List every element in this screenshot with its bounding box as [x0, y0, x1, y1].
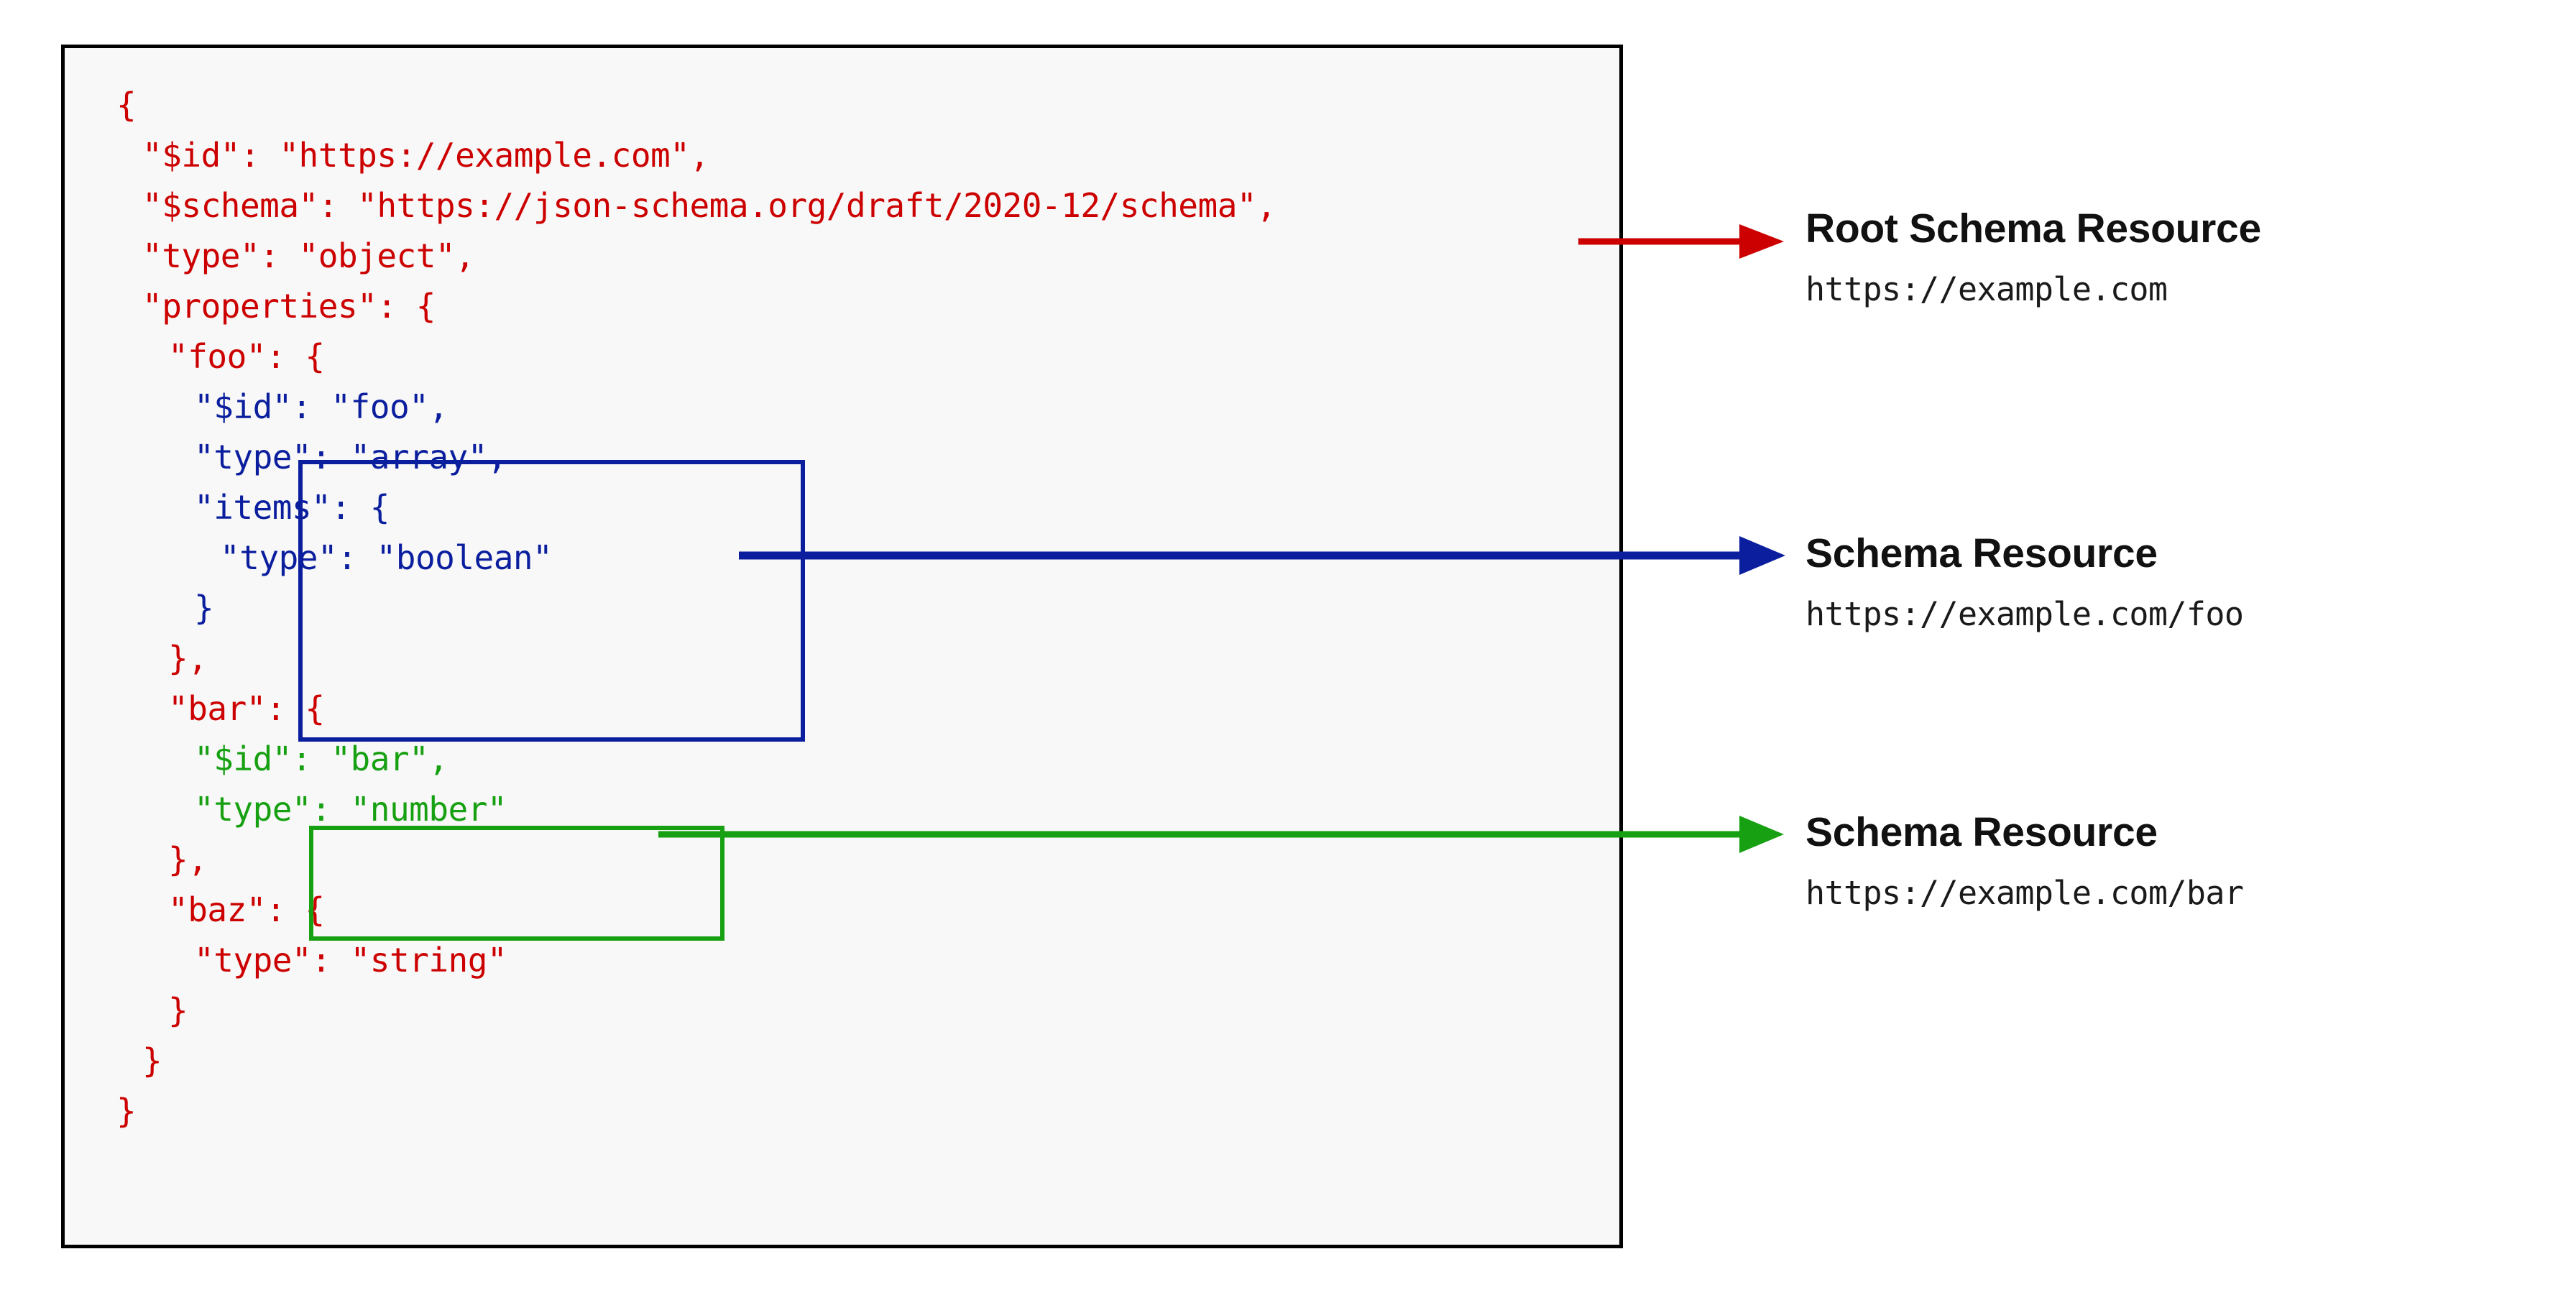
code-line: "$schema": "https://json-schema.org/draf…: [142, 186, 1276, 225]
root-schema-resource-label: Root Schema Resource https://example.com: [1806, 206, 2261, 309]
code-line: "type": "object",: [142, 236, 475, 275]
bar-schema-arrow: [658, 816, 1784, 853]
code-line: "$id": "bar",: [194, 739, 448, 778]
bar-schema-resource-box: [309, 826, 724, 941]
foo-schema-resource-box: [298, 460, 805, 742]
label-uri: https://example.com/bar: [1806, 874, 2244, 912]
code-line: "type": "array",: [194, 438, 507, 476]
label-title: Root Schema Resource: [1806, 206, 2261, 252]
code-line: "type": "string": [194, 941, 507, 980]
root-schema-arrow: [1578, 224, 1784, 259]
label-title: Schema Resource: [1806, 530, 2158, 576]
code-line: }: [142, 1041, 162, 1080]
code-line: {: [116, 86, 137, 124]
code-line: "$id": "foo",: [194, 387, 448, 426]
code-line: "baz": {: [168, 890, 325, 929]
label-uri: https://example.com/foo: [1806, 595, 2244, 633]
code-line: },: [168, 639, 208, 678]
json-schema-code-panel: {"$id": "https://example.com", "$schema":…: [61, 45, 1623, 1248]
code-line: "type": "number": [194, 790, 507, 829]
foo-schema-arrow: [739, 536, 1785, 575]
code-line: "bar": {: [168, 689, 325, 728]
code-line: "properties": {: [142, 287, 436, 326]
label-uri: https://example.com: [1806, 270, 2168, 308]
bar-schema-resource-label: Schema Resource https://example.com/bar: [1806, 809, 2244, 913]
code-line: },: [168, 840, 208, 879]
code-line: "foo": {: [168, 337, 325, 376]
code-line: "$id": "https://example.com",: [142, 136, 709, 175]
code-line: }: [194, 589, 214, 627]
code-line: "items": {: [194, 488, 390, 527]
foo-schema-resource-label: Schema Resource https://example.com/foo: [1806, 530, 2244, 634]
code-line: "type": "boolean": [220, 538, 553, 577]
code-line: }: [116, 1092, 137, 1130]
code-listing: {"$id": "https://example.com", "$schema":…: [65, 48, 1619, 1245]
code-line: }: [168, 991, 188, 1030]
label-title: Schema Resource: [1806, 809, 2158, 855]
